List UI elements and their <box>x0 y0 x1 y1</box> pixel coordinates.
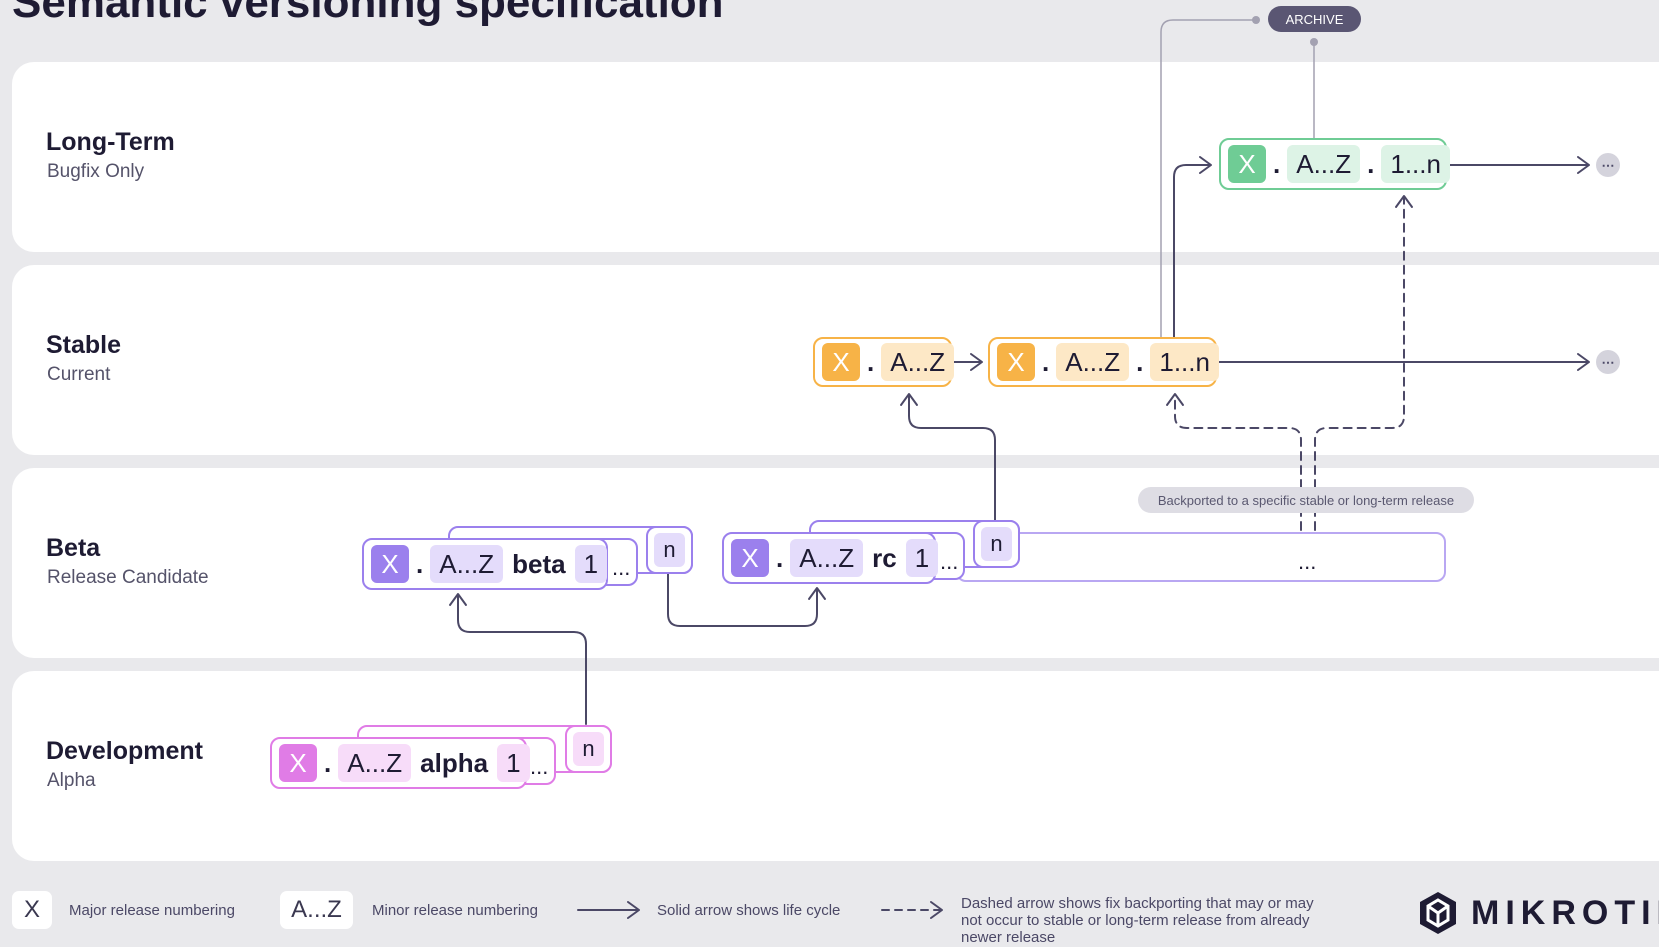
iteration-chip: 1 <box>574 545 608 583</box>
alpha-version: X . A...Z alpha 1 <box>270 737 530 789</box>
separator: . <box>1367 148 1375 179</box>
n-chip: n <box>981 527 1012 561</box>
separator: . <box>416 548 424 579</box>
rc-version: X . A...Z rc 1 <box>722 532 939 584</box>
major-chip: X <box>279 744 317 782</box>
alpha-ellipsis: ... <box>530 754 549 779</box>
n-chip: n <box>573 732 604 766</box>
rc-ellipsis: ... <box>940 549 959 574</box>
minor-chip: A...Z <box>881 343 955 381</box>
lane-subtitle: Release Candidate <box>47 567 209 588</box>
lane-title: Beta <box>46 534 101 562</box>
brand-wordmark: MIKROTIK <box>1471 893 1659 932</box>
patch-chip: 1...n <box>1381 145 1450 183</box>
lane-subtitle: Bugfix Only <box>47 161 145 182</box>
archive-badge: ARCHIVE <box>1268 6 1361 32</box>
arrow-head <box>1577 353 1590 371</box>
arrow-head <box>900 393 918 406</box>
arrow-head <box>808 587 826 600</box>
major-chip: X <box>371 545 409 583</box>
legend-major-text: Major release numbering <box>69 902 235 919</box>
lifecycle-arrow <box>667 573 818 627</box>
backport-arrow <box>1174 395 1302 531</box>
lifecycle-arrow <box>457 595 587 725</box>
more-icon: ⋯ <box>1596 350 1620 374</box>
cube-icon <box>1420 892 1456 934</box>
backport-arrow <box>1314 197 1405 531</box>
arrow-head <box>1166 393 1184 406</box>
beta-version: X . A...Z beta 1 <box>362 538 608 590</box>
brand-logo: MIKROTIK <box>1417 890 1659 936</box>
legend-minor-key: A...Z <box>280 891 353 929</box>
minor-chip: A...Z <box>430 545 504 583</box>
alpha-label: alpha <box>420 747 489 778</box>
separator: . <box>324 747 332 778</box>
lane-title: Stable <box>46 331 122 359</box>
n-chip: n <box>654 533 685 567</box>
legend-minor-text: Minor release numbering <box>372 902 538 919</box>
separator: . <box>1136 346 1144 377</box>
lane-title: Long-Term <box>46 128 175 156</box>
archive-connector <box>1160 19 1256 338</box>
legend-solid-text: Solid arrow shows life cycle <box>657 902 841 919</box>
long-term-version: X . A...Z . 1...n <box>1219 138 1450 190</box>
legend-dashed-text: Dashed arrow shows fix backporting that … <box>961 895 1314 946</box>
stable-patch-version: X . A...Z . 1...n <box>988 337 1219 387</box>
minor-chip: A...Z <box>338 744 412 782</box>
rc-trailing-ellipsis: ... <box>1298 549 1317 574</box>
iteration-chip: 1 <box>497 744 530 782</box>
beta-iteration-n: n <box>646 526 693 574</box>
separator: . <box>867 346 875 377</box>
connector-dot <box>1252 16 1260 24</box>
major-chip: X <box>731 539 769 577</box>
arrow-head <box>449 593 467 606</box>
backport-label: Backported to a specific stable or long-… <box>1138 487 1474 513</box>
beta-ellipsis: ... <box>612 555 631 580</box>
lane-subtitle: Alpha <box>47 770 96 791</box>
alpha-iteration-n: n <box>565 725 612 773</box>
page-title: Semantic versioning specification <box>12 0 724 27</box>
separator: . <box>1273 148 1281 179</box>
lane-title: Development <box>46 737 203 765</box>
minor-chip: A...Z <box>1056 343 1130 381</box>
arrow-head <box>1395 195 1413 208</box>
stable-version: X . A...Z <box>813 337 955 387</box>
arrow-head <box>1199 156 1212 174</box>
major-chip: X <box>997 343 1035 381</box>
arrow-head <box>970 353 983 371</box>
minor-chip: A...Z <box>1287 145 1361 183</box>
major-chip: X <box>1228 145 1266 183</box>
separator: . <box>1042 346 1050 377</box>
beta-label: beta <box>512 548 566 579</box>
minor-chip: A...Z <box>790 539 864 577</box>
major-chip: X <box>822 343 860 381</box>
patch-chip: 1...n <box>1150 343 1219 381</box>
connector-dot <box>1310 38 1318 46</box>
rc-label: rc <box>872 542 897 573</box>
lane-subtitle: Current <box>47 364 111 385</box>
rc-iteration-n: n <box>973 520 1020 568</box>
arrow-head <box>930 901 943 919</box>
legend-major-key: X <box>12 891 52 929</box>
arrow-head <box>1577 156 1590 174</box>
rc-trailing-box <box>956 532 1446 582</box>
lifecycle-arrow <box>908 395 996 521</box>
lifecycle-arrow <box>1173 164 1210 339</box>
legend-solid-arrow <box>577 901 640 919</box>
more-icon: ⋯ <box>1596 153 1620 177</box>
iteration-chip: 1 <box>905 539 939 577</box>
separator: . <box>776 542 784 573</box>
